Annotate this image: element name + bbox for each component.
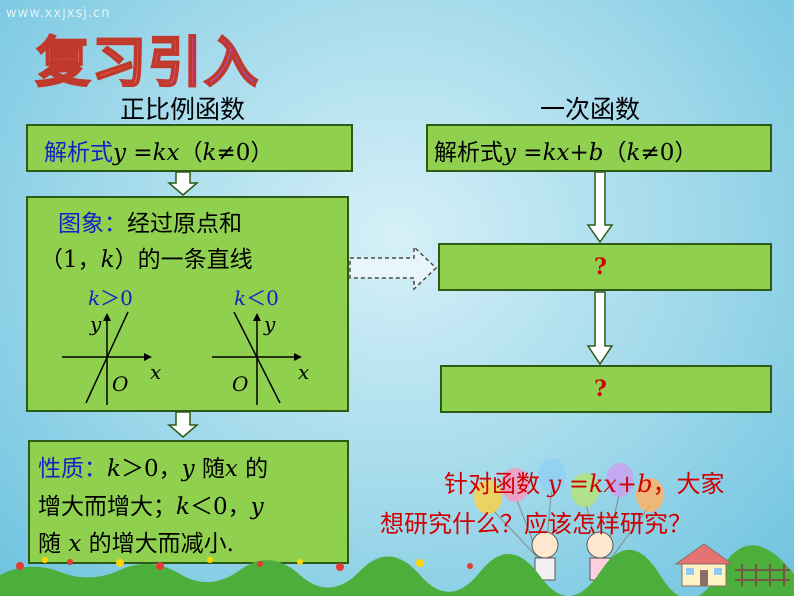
origin-label: O [112, 372, 129, 396]
property-line1: 性质：k＞0，y 随x 的 [38, 456, 269, 482]
graph-description-line2: （1，k）的一条直线 [40, 247, 253, 273]
positive-k-label: k＞0 [88, 286, 133, 310]
property-line3: 随 x 的增大而减小. [38, 531, 234, 557]
axis-x-label: x [150, 360, 162, 384]
down-arrow-icon [166, 411, 200, 438]
down-arrow-icon [586, 291, 614, 366]
left-formula: 解析式y =kx（k≠0） [44, 140, 274, 166]
right-properties-box [440, 365, 772, 413]
property-line2: 增大而增大；k＜0，y [38, 494, 264, 520]
graph-question-mark: ? [594, 254, 607, 280]
right-graph-box [438, 243, 772, 291]
slide-title: 复习引入 [35, 18, 260, 97]
down-arrow-icon [166, 171, 200, 196]
decreasing-line [233, 311, 281, 404]
right-arrow-icon [349, 245, 438, 291]
left-graph-box [26, 196, 349, 412]
graph-description-line1: 图象：经过原点和 [58, 211, 242, 237]
origin-label: O [232, 372, 249, 396]
axis-x-label: x [298, 360, 310, 384]
question-line2: 想研究什么？应该怎样研究？ [380, 510, 692, 538]
question-line1: 针对函数 y =kx+b，大家 [444, 470, 725, 498]
left-properties-box [28, 440, 349, 564]
properties-question-mark: ? [594, 376, 607, 402]
house-icon [674, 543, 734, 587]
right-formula-box [426, 124, 772, 172]
right-formula: 解析式y =kx+b（k≠0） [434, 140, 698, 166]
left-formula-box [26, 124, 353, 172]
down-arrow-icon [586, 171, 614, 244]
axis-y-label: y [90, 312, 102, 336]
watermark: www.xxjxsj.cn [6, 6, 111, 21]
right-heading: 一次函数 [540, 95, 641, 124]
negative-k-label: k＜0 [234, 286, 279, 310]
left-heading: 正比例函数 [120, 95, 246, 124]
increasing-line [85, 311, 129, 404]
axis-y-label: y [264, 312, 276, 336]
